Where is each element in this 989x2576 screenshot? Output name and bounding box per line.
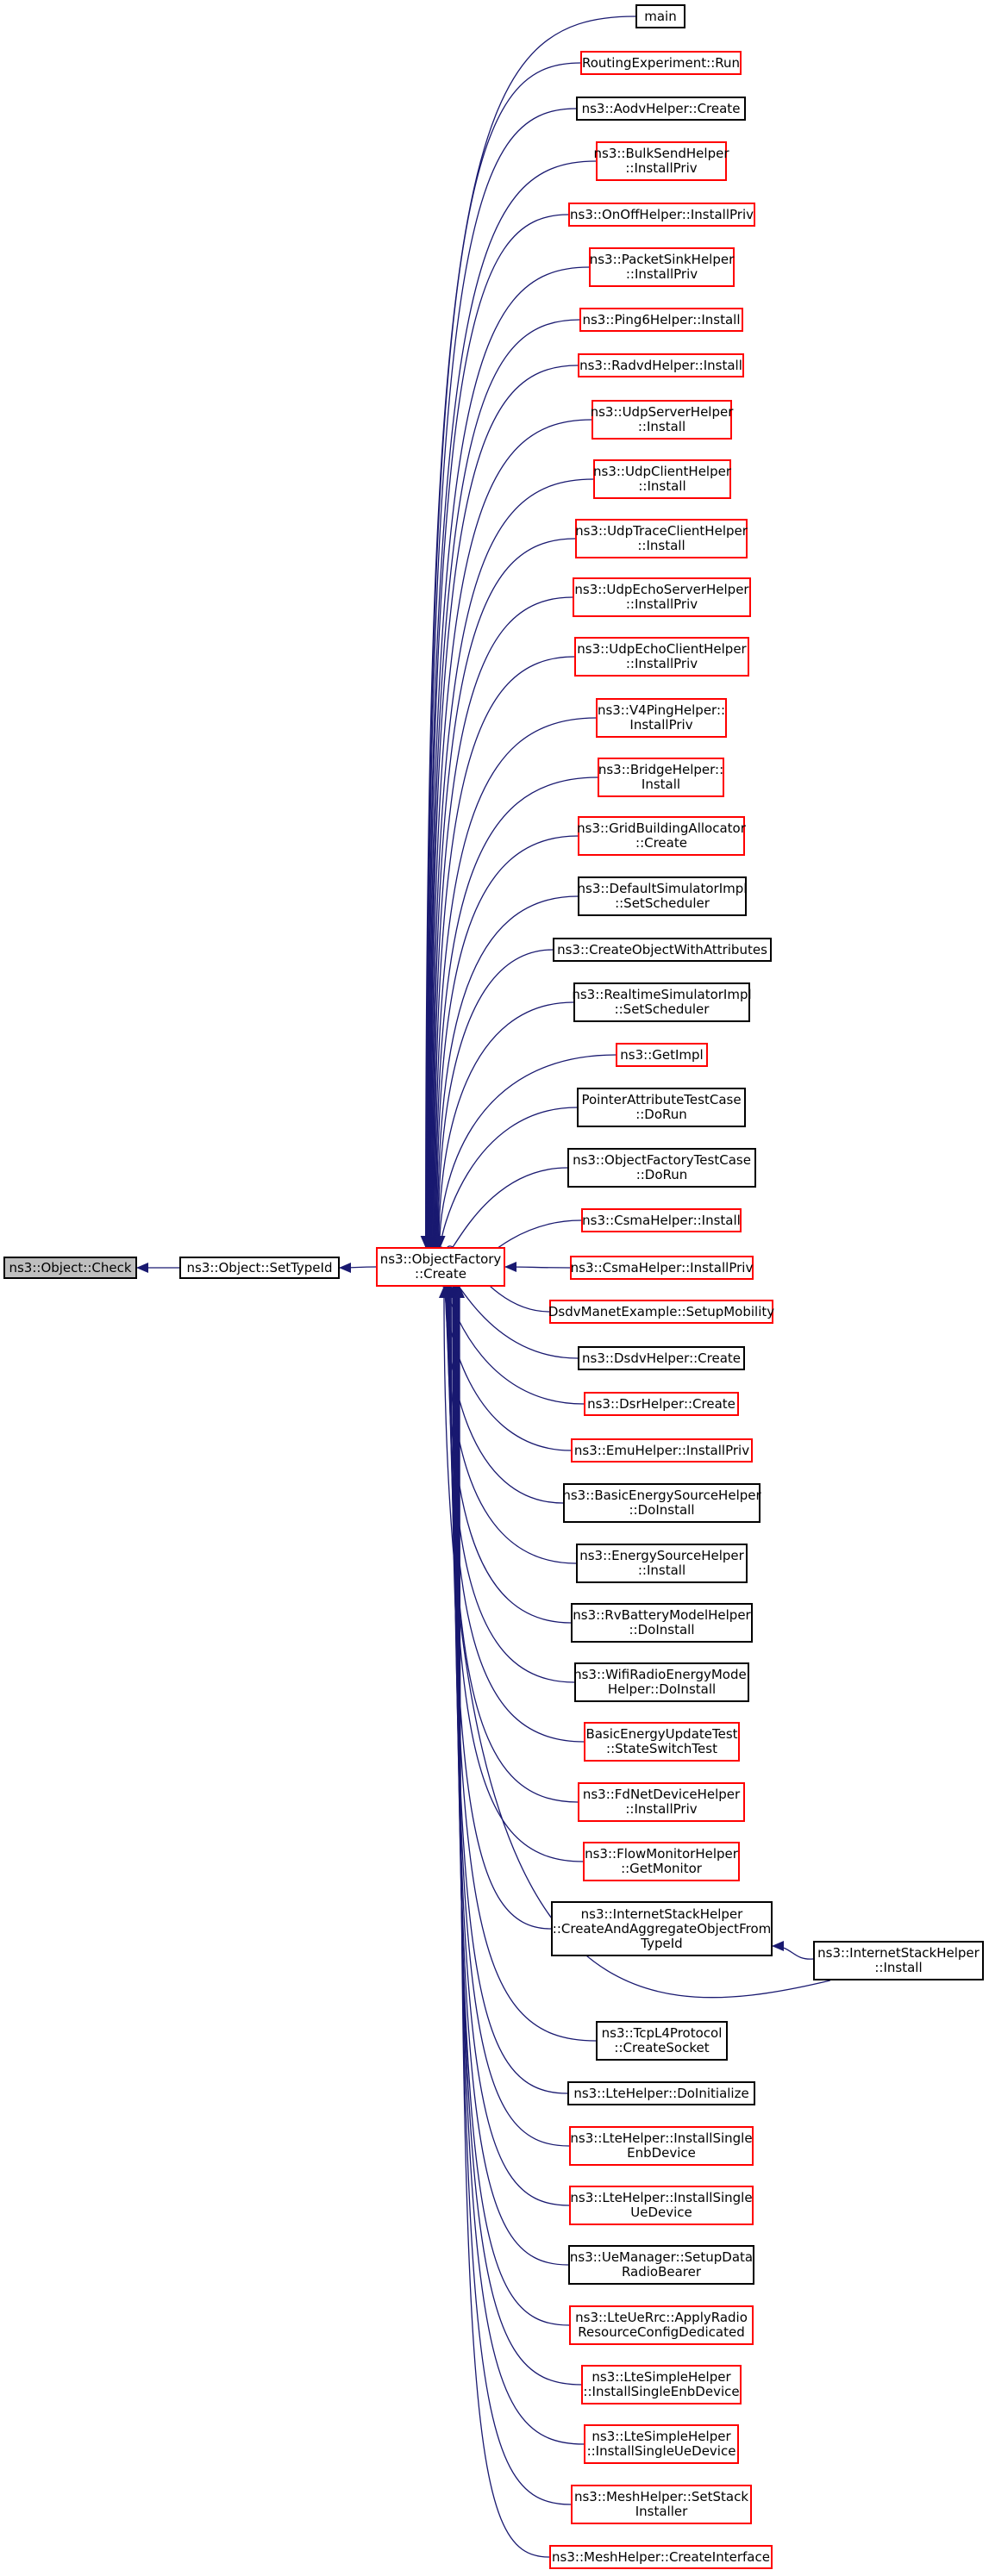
node-n19[interactable]: ns3::GetImpl [616,1043,708,1067]
node-n6[interactable]: ns3::Ping6Helper::Install [579,308,743,332]
edge-n35-to-ofcreate [446,1286,552,1930]
node-n33[interactable]: ns3::FdNetDeviceHelper ::InstallPriv [578,1782,745,1822]
node-n44[interactable]: ns3::LteSimpleHelper ::InstallSingleUeDe… [584,2424,739,2464]
node-n46[interactable]: ns3::MeshHelper::CreateInterface [549,2545,773,2569]
node-n45[interactable]: ns3::MeshHelper::SetStack Installer [571,2485,752,2524]
edge-n36-to-n35 [772,1941,814,1960]
node-n1[interactable]: RoutingExperiment::Run [580,51,742,75]
edge-n10-to-ofcreate [427,538,576,1248]
edge-n41-to-ofcreate [450,1286,569,2266]
edge-n4-to-ofcreate [423,214,569,1248]
edge-n44-to-ofcreate [453,1286,585,2445]
edge-n3-to-ofcreate [422,160,597,1248]
edge-n43-to-ofcreate [452,1286,582,2386]
edge-n9-to-ofcreate [426,478,594,1248]
edge-n28-to-ofcreate [440,1286,564,1504]
node-n35[interactable]: ns3::InternetStackHelper ::CreateAndAggr… [551,1901,773,1956]
edge-n42-to-ofcreate [451,1286,570,2326]
node-settypeid[interactable]: ns3::Object::SetTypeId [179,1257,340,1279]
node-n43[interactable]: ns3::LteSimpleHelper ::InstallSingleEnbD… [581,2365,742,2404]
edge-n0-to-ofcreate [420,16,636,1248]
edge-n8-to-ofcreate [425,419,592,1248]
node-ofcreate[interactable]: ns3::ObjectFactory ::Create [376,1247,505,1287]
node-n30[interactable]: ns3::RvBatteryModelHelper ::DoInstall [571,1603,753,1643]
node-n26[interactable]: ns3::DsrHelper::Create [584,1392,739,1416]
edge-n19-to-ofcreate [434,1054,617,1248]
node-n21[interactable]: ns3::ObjectFactoryTestCase ::DoRun [567,1148,756,1188]
node-n12[interactable]: ns3::UdpEchoClientHelper ::InstallPriv [574,637,749,677]
edge-n6-to-ofcreate [424,319,580,1248]
edge-n7-to-ofcreate [425,365,579,1248]
edge-n23-to-ofcreate [504,1262,571,1273]
edge-n34-to-ofcreate [445,1286,584,1862]
node-n42[interactable]: ns3::LteUeRrc::ApplyRadio ResourceConfig… [569,2305,754,2345]
node-n38[interactable]: ns3::LteHelper::DoInitialize [567,2081,755,2105]
edge-n11-to-ofcreate [428,596,573,1248]
edge-n21-to-ofcreate [435,1167,568,1259]
edge-n15-to-ofcreate [431,835,579,1248]
node-n4[interactable]: ns3::OnOffHelper::InstallPriv [568,203,755,227]
node-n25[interactable]: ns3::DsdvHelper::Create [578,1346,745,1370]
node-n0[interactable]: main [635,4,685,28]
node-n7[interactable]: ns3::RadvdHelper::Install [578,353,744,377]
node-n18[interactable]: ns3::RealtimeSimulatorImpl ::SetSchedule… [572,982,752,1022]
node-n13[interactable]: ns3::V4PingHelper:: InstallPriv [596,698,727,738]
node-n3[interactable]: ns3::BulkSendHelper ::InstallPriv [594,141,729,181]
node-n14[interactable]: ns3::BridgeHelper:: Install [598,758,724,797]
node-check: ns3::Object::Check [3,1257,137,1279]
node-n5[interactable]: ns3::PacketSinkHelper ::InstallPriv [589,247,735,287]
node-n10[interactable]: ns3::UdpTraceClientHelper ::Install [575,519,748,558]
edge-n5-to-ofcreate [423,266,590,1248]
node-n36[interactable]: ns3::InternetStackHelper ::Install [813,1941,984,1980]
edge-n14-to-ofcreate [430,777,598,1248]
node-n27[interactable]: ns3::EmuHelper::InstallPriv [571,1438,753,1463]
edge-n46-to-ofcreate [454,1286,550,2558]
edge-n20-to-ofcreate [435,1107,578,1248]
node-n28[interactable]: ns3::BasicEnergySourceHelper ::DoInstall [562,1483,761,1523]
edge-n40-to-ofcreate [449,1286,570,2206]
node-n17[interactable]: ns3::CreateObjectWithAttributes [553,938,772,962]
edge-n1-to-ofcreate [421,62,581,1248]
edge-n30-to-ofcreate [441,1286,572,1624]
edge-n33-to-ofcreate [444,1286,579,1803]
node-n9[interactable]: ns3::UdpClientHelper ::Install [593,459,731,499]
node-n40[interactable]: ns3::LteHelper::InstallSingle UeDevice [569,2186,754,2225]
edge-n31-to-ofcreate [442,1286,575,1683]
edge-ofcreate-to-settypeid [339,1262,377,1273]
node-n34[interactable]: ns3::FlowMonitorHelper ::GetMonitor [583,1842,740,1881]
edge-n2-to-ofcreate [422,108,577,1248]
edge-n39-to-ofcreate [448,1286,570,2147]
node-n20[interactable]: PointerAttributeTestCase ::DoRun [577,1088,746,1127]
edge-n13-to-ofcreate [429,717,597,1248]
node-n32[interactable]: BasicEnergyUpdateTest ::StateSwitchTest [584,1722,740,1762]
node-n11[interactable]: ns3::UdpEchoServerHelper ::InstallPriv [573,577,751,617]
node-n8[interactable]: ns3::UdpServerHelper ::Install [591,400,733,440]
node-n37[interactable]: ns3::TcpL4Protocol ::CreateSocket [596,2021,728,2061]
node-n39[interactable]: ns3::LteHelper::InstallSingle EnbDevice [569,2126,754,2166]
node-n41[interactable]: ns3::UeManager::SetupData RadioBearer [568,2245,754,2285]
node-n22[interactable]: ns3::CsmaHelper::Install [581,1208,742,1232]
node-n31[interactable]: ns3::WifiRadioEnergyModel Helper::DoInst… [573,1662,750,1702]
node-n23[interactable]: ns3::CsmaHelper::InstallPriv [570,1256,754,1280]
edge-n17-to-ofcreate [433,949,554,1248]
node-n2[interactable]: ns3::AodvHelper::Create [576,97,746,121]
edge-n18-to-ofcreate [433,1001,574,1248]
edge-n12-to-ofcreate [429,656,575,1248]
node-n24[interactable]: DsdvManetExample::SetupMobility [548,1300,774,1324]
edge-n16-to-ofcreate [432,895,579,1248]
node-n29[interactable]: ns3::EnergySourceHelper ::Install [576,1544,748,1583]
node-n15[interactable]: ns3::GridBuildingAllocator ::Create [577,816,746,856]
node-n16[interactable]: ns3::DefaultSimulatorImpl ::SetScheduler [578,876,747,916]
edge-n29-to-ofcreate [441,1286,577,1564]
